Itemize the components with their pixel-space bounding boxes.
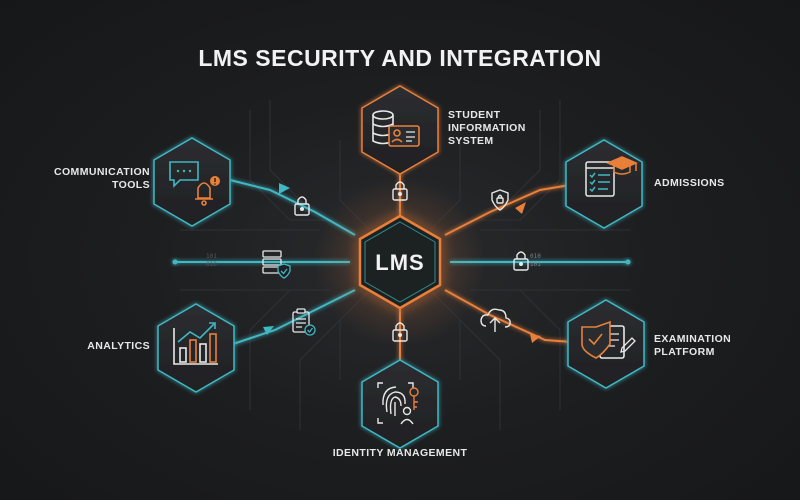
bar-chart-trend-icon [173,322,218,365]
server-shield-icon-west [262,250,291,279]
lock-binary-icon-east: 010 101 [513,251,541,271]
clipboard-check-icon-southwest [292,308,316,336]
binary-text-east-2: 101 [530,261,541,268]
arrow-comm [279,183,290,194]
database-id-card-icon [372,110,420,147]
label-examination: EXAMINATION PLATFORM [654,333,732,358]
fingerprint-key-icon [377,382,419,425]
hub-hexagon [358,214,442,310]
binary-text-east: 010 [530,253,541,260]
lock-icon-north [392,181,408,201]
page-title: LMS SECURITY AND INTEGRATION [198,45,602,71]
label-admissions: ADMISSIONS [654,177,725,189]
arrow-heads [263,183,541,343]
chat-bell-icon [169,161,220,206]
lock-icon-northwest [294,196,310,216]
arrow-admissions [515,202,526,214]
hub-hexagon-inner [364,221,436,303]
lock-icon-south [392,322,408,342]
label-analytics: ANALYTICS [87,340,150,352]
checklist-graduation-cap-icon [585,156,638,197]
dot-east [625,259,631,265]
binary-text-west-2: 010 [206,261,217,268]
arrow-analytics [263,326,274,335]
node-identity[interactable] [361,359,439,449]
cloud-upload-icon-southeast [480,308,511,332]
binary-text-west: 101 [206,253,217,260]
node-analytics[interactable] [157,303,235,393]
lms-hub[interactable]: LMS [315,177,485,347]
node-admissions[interactable] [565,139,643,229]
node-examination[interactable] [567,299,645,389]
shield-icon-northeast [491,189,509,211]
end-dots [172,259,631,265]
arrow-exam [530,334,541,343]
dot-west [172,259,178,265]
label-communication: COMMUNICATION TOOLS [54,166,150,191]
node-communication[interactable] [153,137,231,227]
label-sis: STUDENT INFORMATION SYSTEM [448,109,526,147]
node-sis[interactable] [361,85,439,175]
shield-check-document-icon [581,320,636,359]
hub-label: LMS [375,250,424,275]
label-identity: IDENTITY MANAGEMENT [332,447,468,459]
